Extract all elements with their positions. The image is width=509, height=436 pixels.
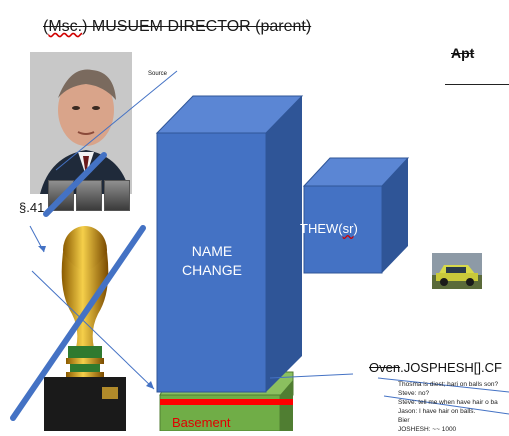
car-icon bbox=[432, 253, 482, 289]
thew-label: THEW(sr) bbox=[300, 221, 358, 236]
chat-line: Thosma is diest; hari on balls son? bbox=[398, 381, 499, 388]
base-red-stripe bbox=[160, 399, 293, 405]
section-label: §.41 bbox=[19, 200, 45, 215]
chat-line: Bier bbox=[398, 417, 410, 424]
chat-line: Steve: tell me when have hair o ba bbox=[398, 399, 498, 406]
slash-trophy bbox=[10, 225, 146, 421]
portrait-photo bbox=[30, 52, 132, 194]
basement-label: Basement bbox=[172, 415, 231, 430]
trophy-image bbox=[30, 222, 140, 431]
source-tag: Source bbox=[148, 71, 168, 77]
name-change-label: NAME CHANGE bbox=[182, 243, 242, 278]
thumbnail-2 bbox=[76, 180, 102, 211]
base-side bbox=[280, 380, 293, 431]
connector-portrait bbox=[55, 70, 178, 171]
thew-box-side bbox=[382, 158, 408, 273]
connector-chat-1 bbox=[377, 377, 509, 393]
chat-excerpt: Thosma is diest; hari on balls son? Stev… bbox=[398, 380, 509, 434]
apt-underline bbox=[445, 84, 509, 85]
slash-portrait bbox=[43, 152, 107, 217]
name-change-box-side bbox=[266, 96, 302, 392]
name-change-box-front[interactable] bbox=[156, 132, 267, 393]
page-title: (Msc.) MUSUEM DIRECTOR (parent) bbox=[43, 18, 312, 35]
arrowhead-section bbox=[38, 246, 46, 252]
apt-label: Apt bbox=[451, 45, 475, 61]
thew-box-front[interactable] bbox=[303, 185, 383, 274]
chat-line: Steve: no? bbox=[398, 390, 430, 397]
arrowhead-trophy bbox=[146, 381, 154, 389]
thumbnail-3 bbox=[104, 180, 130, 211]
oven-label: Oven.JOSPHESH[].CF bbox=[369, 360, 502, 375]
chat-line: JOSHESH: ~~ 1000 bbox=[398, 426, 457, 433]
car-photo bbox=[432, 253, 482, 289]
connector-oven bbox=[269, 373, 354, 379]
connector-trophy-base bbox=[31, 270, 155, 390]
world-cup-trophy-icon bbox=[44, 226, 126, 431]
connector-chat-2 bbox=[383, 395, 509, 415]
chat-line: Jason: I have hair on balls. bbox=[398, 408, 476, 415]
person-icon bbox=[30, 52, 132, 194]
